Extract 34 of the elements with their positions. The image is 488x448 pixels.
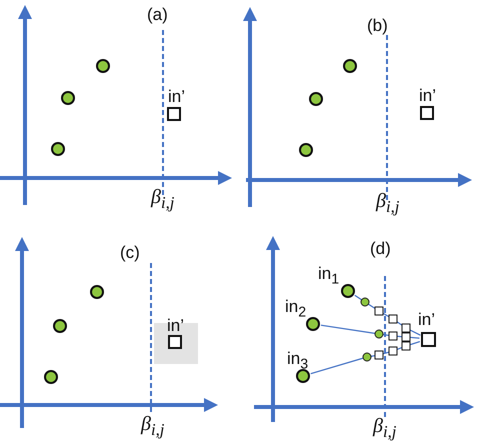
point-label: in’ <box>418 311 436 328</box>
data-point <box>53 319 67 333</box>
query-square <box>168 335 182 349</box>
data-point <box>96 59 110 73</box>
panel-label: (d) <box>370 240 391 257</box>
data-point <box>90 285 104 299</box>
point-label: in’ <box>167 317 184 334</box>
data-point <box>51 142 65 156</box>
data-point <box>341 284 355 298</box>
axis-label: β$_{i,j}$ <box>376 191 400 216</box>
data-point <box>61 91 75 105</box>
data-point <box>343 59 357 73</box>
axis-label: β$_{i,j}$ <box>151 187 174 212</box>
data-point <box>309 92 323 106</box>
point-label: in$_{3}$ <box>287 350 308 372</box>
connector-line <box>354 294 421 336</box>
connector-line <box>320 324 420 339</box>
panel-label: (a) <box>147 6 168 23</box>
point-label: in’ <box>419 87 436 104</box>
point-label: in$_{2}$ <box>285 298 306 320</box>
axis-label: β$_{i,j}$ <box>141 414 164 439</box>
point-label: in’ <box>168 88 186 105</box>
connector-line <box>310 341 420 374</box>
query-square <box>420 106 434 120</box>
data-point <box>44 370 58 384</box>
query-square <box>420 332 436 346</box>
query-square <box>167 107 181 121</box>
data-point <box>299 143 313 157</box>
panel-label: (c) <box>120 244 140 261</box>
panel-label: (b) <box>367 17 388 34</box>
data-point <box>296 369 310 383</box>
axis-label: β$_{i,j}$ <box>373 416 396 441</box>
data-point <box>306 317 320 331</box>
point-label: in$_{1}$ <box>318 265 340 287</box>
